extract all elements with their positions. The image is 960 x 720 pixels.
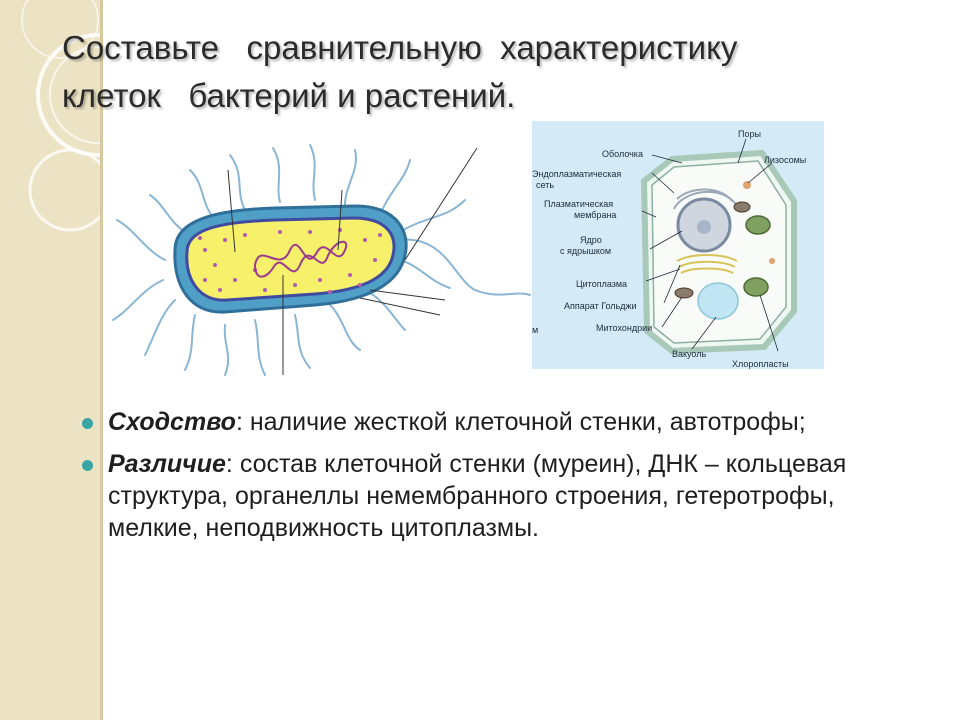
vacuole xyxy=(697,282,739,320)
difference-text: : состав клеточной стенки (муреин), ДНК … xyxy=(108,450,847,542)
label-chloroplasts: Хлоропласты xyxy=(732,359,789,369)
label-er-line1: Эндоплазматическая xyxy=(532,169,621,179)
lysosome xyxy=(743,181,751,189)
label-mitochondria: Митохондрии xyxy=(596,323,652,333)
title-line-1: Составьте сравнительную характеристику xyxy=(62,29,738,66)
bacterium-body xyxy=(173,204,408,314)
difference-item: Различие: состав клеточной стенки (муреи… xyxy=(82,448,932,544)
plant-cell-illustration: Поры Оболочка Лизосомы Эндоплазматическа… xyxy=(532,121,824,369)
label-leaders xyxy=(641,138,779,352)
title-line-2: клеток бактерий и растений. xyxy=(62,77,516,114)
label-cytoplasm: Цитоплазма xyxy=(576,279,627,289)
label-golgi: Аппарат Гольджи xyxy=(564,301,637,311)
similarity-item: Сходство: наличие жесткой клеточной стен… xyxy=(82,406,932,438)
difference-term: Различие xyxy=(108,450,226,478)
mitochondrion xyxy=(674,287,694,299)
bullet-dot-icon xyxy=(82,460,93,471)
label-envelope: Оболочка xyxy=(602,149,643,159)
chloroplast xyxy=(745,215,771,235)
comparison-list: Сходство: наличие жесткой клеточной стен… xyxy=(82,406,932,554)
decorative-side-band xyxy=(0,0,103,720)
label-membrane-line2: мембрана xyxy=(574,210,616,220)
label-vacuole: Вакуоль xyxy=(672,349,706,359)
bacterium-illustration xyxy=(112,144,531,376)
similarity-term: Сходство xyxy=(108,408,236,436)
dna-nucleoid xyxy=(253,240,348,278)
mitochondrion xyxy=(733,201,751,213)
leader-lines xyxy=(227,147,478,375)
label-membrane-line1: Плазматическая xyxy=(544,199,613,209)
ribosomes xyxy=(198,228,382,294)
label-er-line2: сеть xyxy=(536,180,554,190)
decorative-circles xyxy=(21,0,103,232)
label-fragment: м xyxy=(532,325,538,335)
label-nucleus-line2: с ядрышком xyxy=(560,246,611,256)
chloroplast xyxy=(743,277,769,297)
label-pores: Поры xyxy=(738,129,761,139)
similarity-text: : наличие жесткой клеточной стенки, авто… xyxy=(235,408,806,436)
nucleolus xyxy=(697,220,711,234)
label-lysosomes: Лизосомы xyxy=(764,155,806,165)
slide-title: Составьте сравнительную характеристику к… xyxy=(62,24,862,120)
golgi-apparatus xyxy=(676,254,738,274)
label-nucleus-line1: Ядро xyxy=(580,235,602,245)
bullet-dot-icon xyxy=(82,418,93,429)
